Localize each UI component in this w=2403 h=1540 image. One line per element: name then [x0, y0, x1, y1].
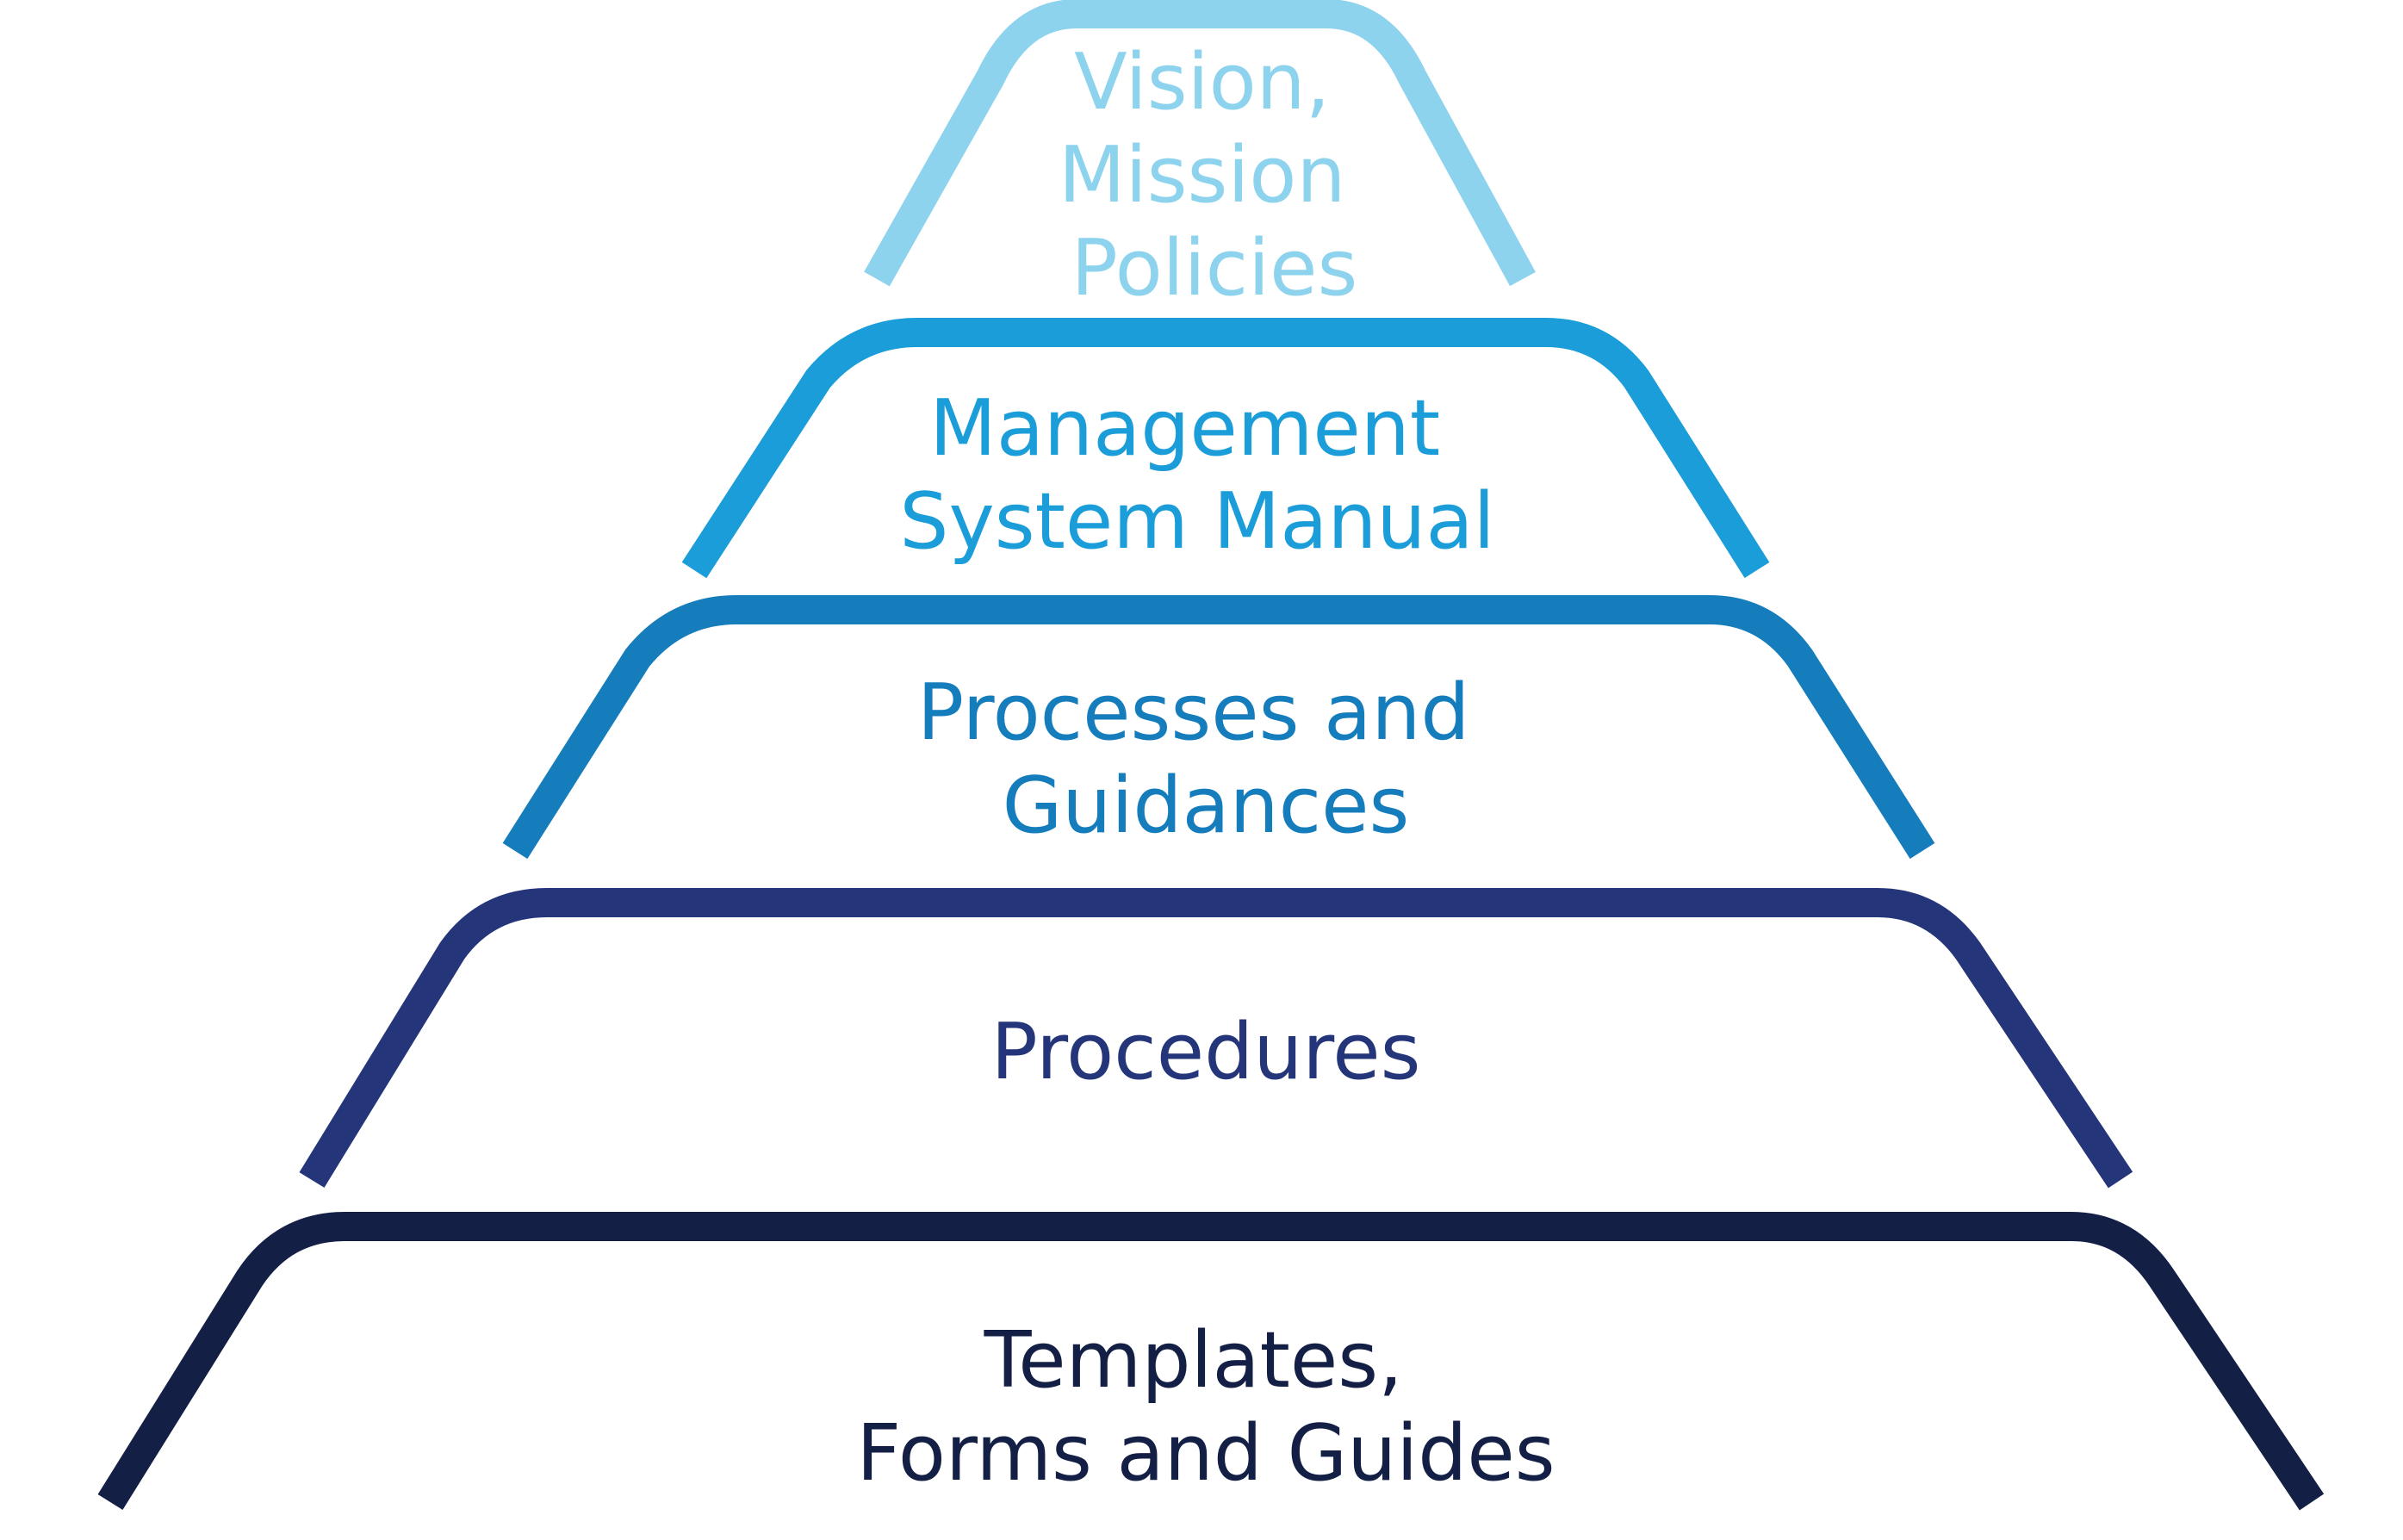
tier-processes-and-guidances-line-2: Guidances: [1003, 761, 1410, 851]
tier-templates-forms-guides-line-1: Templates,: [984, 1315, 1403, 1406]
tier-management-system-manual-outline: [681, 318, 1770, 579]
svg-text:Management System Manual: Management System Manual: [899, 383, 1494, 567]
tier-vision-mission-policies: Vision, Mission Policies: [864, 0, 1536, 314]
tier-processes-and-guidances-outline: [502, 595, 1935, 860]
svg-text:Vision, Mission Po: Vision, Mission Policies: [1059, 37, 1370, 314]
tier-procedures-outline: [299, 888, 2133, 1189]
tier-vision-mission-policies-line-1: Vision,: [1074, 37, 1330, 127]
tier-management-system-manual-line-1: Management: [929, 383, 1440, 474]
svg-text:Procedures: Procedures: [990, 1007, 1420, 1097]
tier-procedures-line-1: Procedures: [990, 1007, 1420, 1097]
tier-vision-mission-policies-outline: [864, 0, 1536, 287]
tier-templates-forms-guides-outline: [97, 1212, 2325, 1511]
svg-text:Processes and Guidances: Processes and Guidances: [917, 668, 1494, 851]
tier-management-system-manual-line-2: System Manual: [899, 476, 1494, 567]
tier-vision-mission-policies-line-2: Mission: [1059, 130, 1346, 220]
tier-processes-and-guidances: Processes and Guidances: [502, 595, 1935, 860]
tier-processes-and-guidances-line-1: Processes and: [917, 668, 1470, 758]
tier-management-system-manual: Management System Manual: [681, 318, 1770, 579]
tier-templates-forms-guides-line-2: Forms and Guides: [856, 1408, 1555, 1499]
tier-templates-forms-guides: Templates, Forms and Guides: [97, 1212, 2325, 1511]
svg-text:Templates, Forms and Gui: Templates, Forms and Guides: [856, 1315, 1555, 1499]
tier-procedures: Procedures: [299, 888, 2133, 1189]
tier-vision-mission-policies-line-3: Policies: [1071, 223, 1358, 314]
